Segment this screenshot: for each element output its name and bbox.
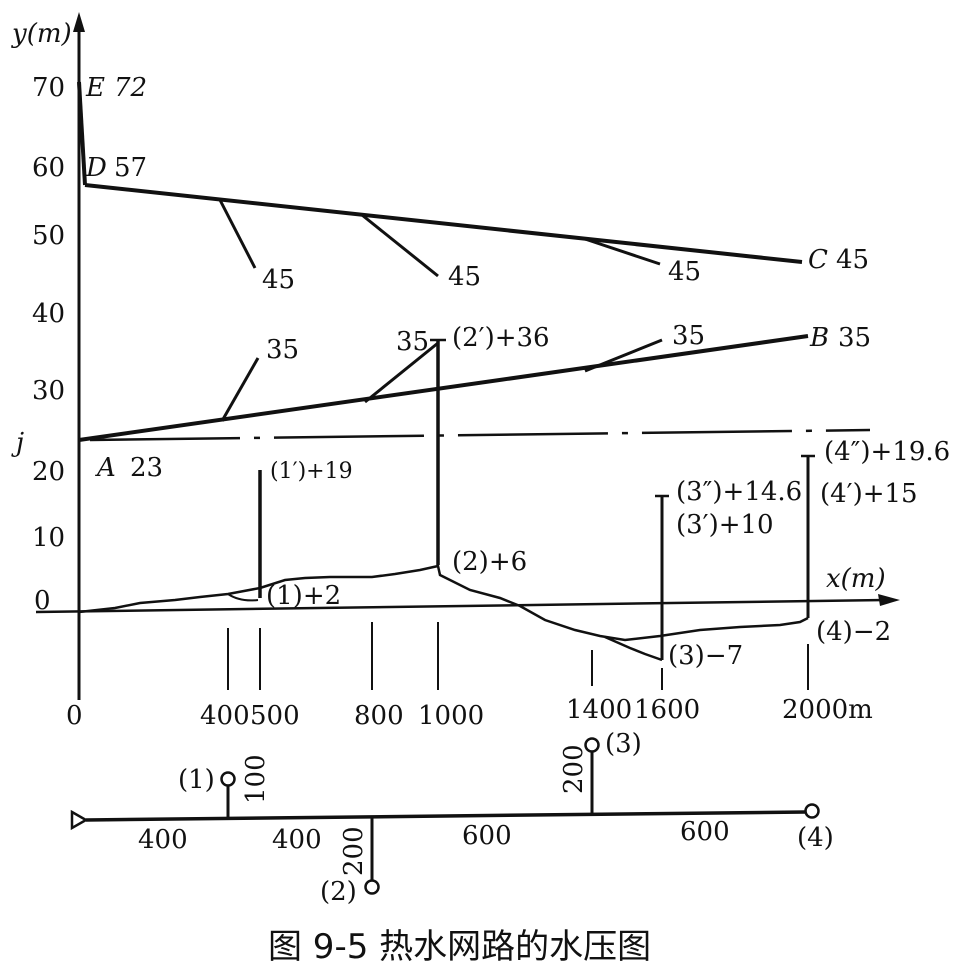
return-branch-lines bbox=[220, 338, 663, 422]
return-branch-label: 35 bbox=[396, 327, 429, 357]
supply-pressure-line bbox=[77, 81, 803, 264]
segment-length-label: 600 bbox=[462, 821, 512, 851]
segment-length-label: 400 bbox=[138, 825, 188, 855]
y-tick-label: 40 bbox=[32, 299, 65, 329]
terrain-profile bbox=[78, 564, 809, 642]
node-1-consumer-icon bbox=[220, 771, 236, 787]
node-3-dip bbox=[604, 635, 663, 662]
svg-text:C: C bbox=[808, 245, 828, 275]
y-tick-label: 60 bbox=[32, 153, 65, 183]
x-tick-label: 1600 bbox=[634, 695, 700, 725]
x-tick-label: 0 bbox=[66, 701, 83, 731]
branch-node-label: (2) bbox=[320, 877, 357, 907]
y-tick-label: 0 bbox=[34, 586, 51, 616]
return-branch-label: 35 bbox=[672, 321, 705, 351]
svg-text:45: 45 bbox=[836, 245, 869, 275]
point-C-label: C 45 bbox=[808, 245, 869, 275]
segment-length-label: 400 bbox=[272, 825, 322, 855]
branch-node-label: (1) bbox=[178, 765, 215, 795]
supply-branch-lines bbox=[218, 199, 661, 278]
node-1-label: (1)+2 bbox=[266, 581, 341, 611]
node-1-prime-label: (1′)+19 bbox=[270, 459, 353, 484]
y-axis-label: y(m) bbox=[11, 19, 72, 49]
node-2-label: (2)+6 bbox=[452, 547, 527, 577]
x-tick-label: 800 bbox=[354, 701, 404, 731]
x-tick-labels: 0 400 500 800 1000 1400 1600 2000m bbox=[66, 695, 873, 731]
x-axis-label: x(m) bbox=[826, 564, 886, 594]
y-tick-label: 10 bbox=[32, 523, 65, 553]
source-triangle-icon bbox=[70, 809, 89, 831]
x-axis-arrow-icon bbox=[878, 594, 900, 606]
node-3-label: (3)−7 bbox=[668, 641, 743, 671]
x-tick-label: 400 bbox=[200, 701, 250, 731]
point-E-label: E 72 bbox=[85, 73, 147, 103]
return-branch-label: 35 bbox=[266, 335, 299, 365]
x-tick-marks bbox=[227, 622, 809, 690]
y-tick-labels: 70 60 50 40 30 20 10 0 bbox=[32, 73, 65, 616]
main-pipe-line bbox=[85, 810, 807, 822]
node-3-double-prime-label: (3″)+14.6 bbox=[676, 477, 802, 507]
segment-length-label: 600 bbox=[680, 817, 730, 847]
svg-text:57: 57 bbox=[114, 153, 147, 183]
svg-text:35: 35 bbox=[838, 323, 871, 353]
supply-branch-label: 45 bbox=[668, 257, 701, 287]
branch-length-label: 200 bbox=[339, 826, 369, 876]
node-4-label: (4)−2 bbox=[816, 617, 891, 647]
svg-text:A: A bbox=[95, 453, 116, 483]
x-tick-label: 1400 bbox=[566, 695, 632, 725]
j-line-label: j bbox=[11, 428, 24, 458]
node-3-prime-label: (3′)+10 bbox=[676, 510, 774, 540]
supply-branch-label: 45 bbox=[262, 265, 295, 295]
svg-text:B: B bbox=[809, 323, 829, 353]
network-schematic: (1) (2) (3) (4) 400 400 600 600 100 200 … bbox=[70, 729, 834, 907]
y-axis-arrow-icon bbox=[73, 12, 85, 32]
branch-node-label: (3) bbox=[605, 729, 642, 759]
point-B-label: B 35 bbox=[809, 323, 871, 353]
y-tick-label: 70 bbox=[32, 73, 65, 103]
x-axis bbox=[35, 594, 900, 614]
y-axis bbox=[73, 12, 85, 700]
x-tick-label: 500 bbox=[250, 701, 300, 731]
point-A-label: A 23 bbox=[95, 453, 163, 483]
supply-branch-label: 45 bbox=[448, 262, 481, 292]
x-tick-label: 2000m bbox=[782, 695, 873, 725]
figure-caption: 图 9-5 热水网路的水压图 bbox=[268, 927, 651, 967]
branch-length-label: 200 bbox=[559, 744, 589, 794]
svg-text:D: D bbox=[85, 153, 107, 183]
node-1-notch bbox=[227, 593, 259, 602]
point-D-label: D 57 bbox=[85, 153, 147, 183]
node-4-double-prime-label: (4″)+19.6 bbox=[824, 437, 950, 467]
node-4-prime-label: (4′)+15 bbox=[820, 479, 918, 509]
svg-text:E: E bbox=[85, 73, 105, 103]
y-tick-label: 50 bbox=[32, 221, 65, 251]
node-2-consumer-icon bbox=[364, 879, 380, 895]
branch-node-label: (4) bbox=[797, 823, 834, 853]
node-4-consumer-icon bbox=[804, 803, 820, 819]
x-tick-label: 1000 bbox=[418, 701, 484, 731]
y-tick-label: 30 bbox=[32, 376, 65, 406]
node-3-consumer-icon bbox=[584, 737, 600, 753]
svg-text:23: 23 bbox=[130, 453, 163, 483]
node-2-prime-label: (2′)+36 bbox=[452, 323, 550, 353]
y-tick-label: 20 bbox=[32, 457, 65, 487]
return-pressure-line bbox=[78, 334, 809, 442]
static-pressure-line bbox=[89, 428, 871, 442]
branch-length-label: 100 bbox=[241, 754, 271, 804]
svg-text:72: 72 bbox=[114, 73, 147, 103]
